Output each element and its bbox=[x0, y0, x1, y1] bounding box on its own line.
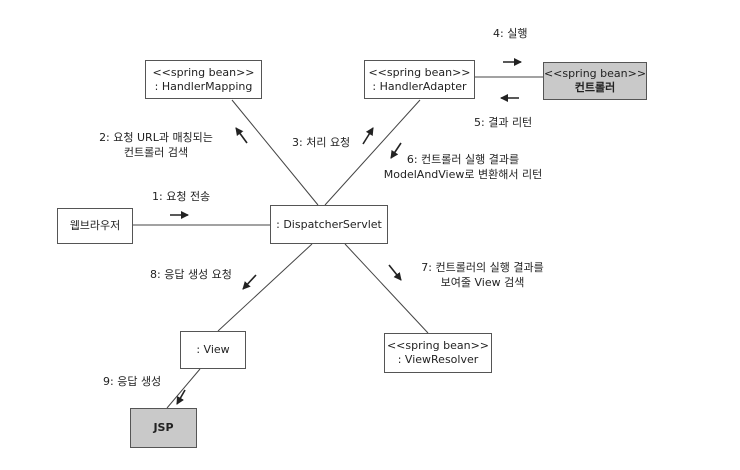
arrow-2 bbox=[235, 127, 248, 144]
view-box: : View bbox=[180, 331, 246, 369]
handler-adapter-stereotype: <<spring bean>> bbox=[368, 65, 471, 79]
message-1-label: 1: 요청 전송 bbox=[152, 189, 210, 204]
message-5-label: 5: 결과 리턴 bbox=[474, 115, 532, 130]
message-4-text: 4: 실행 bbox=[493, 27, 528, 40]
message-7-label: 7: 컨트롤러의 실행 결과를 보여줄 View 검색 bbox=[410, 260, 555, 290]
link-dispatcher-view bbox=[217, 243, 313, 332]
message-6-label: 6: 컨트롤러 실행 결과를 ModelAndView로 변환해서 리턴 bbox=[383, 152, 543, 182]
message-6-line1: 6: 컨트롤러 실행 결과를 bbox=[406, 153, 520, 166]
message-2-label: 2: 요청 URL과 매칭되는 컨트롤러 검색 bbox=[92, 130, 220, 160]
view-name: : View bbox=[196, 343, 230, 356]
message-7-line1: 7: 컨트롤러의 실행 결과를 bbox=[421, 261, 544, 274]
message-5-text: 5: 결과 리턴 bbox=[474, 116, 533, 129]
message-3-label: 3: 처리 요청 bbox=[292, 135, 350, 150]
handler-mapping-box: <<spring bean>> : HandlerMapping bbox=[145, 60, 262, 99]
message-9-text: 9: 응답 생성 bbox=[103, 375, 162, 388]
browser-name: 웹브라우저 bbox=[69, 219, 121, 232]
message-1-text: 1: 요청 전송 bbox=[152, 190, 211, 203]
link-view-jsp bbox=[166, 368, 201, 409]
link-adapter-dispatcher bbox=[324, 99, 421, 206]
message-8-text: 8: 응답 생성 요청 bbox=[150, 268, 232, 281]
message-2-line2: 컨트롤러 검색 bbox=[123, 146, 189, 159]
handler-adapter-name: : HandlerAdapter bbox=[372, 79, 467, 93]
message-8-label: 8: 응답 생성 요청 bbox=[150, 267, 232, 282]
view-resolver-stereotype: <<spring bean>> bbox=[386, 339, 490, 352]
dispatcher-box: : DispatcherServlet bbox=[270, 205, 388, 244]
message-9-label: 9: 응답 생성 bbox=[103, 374, 161, 389]
jsp-box: JSP bbox=[130, 408, 197, 448]
dispatcher-name: : DispatcherServlet bbox=[276, 217, 382, 231]
handler-mapping-stereotype: <<spring bean>> bbox=[152, 65, 255, 79]
message-6-line2: ModelAndView로 변환해서 리턴 bbox=[383, 168, 543, 181]
handler-adapter-box: <<spring bean>> : HandlerAdapter bbox=[364, 60, 475, 99]
handler-mapping-name: : HandlerMapping bbox=[154, 79, 253, 93]
message-3-text: 3: 처리 요청 bbox=[292, 136, 351, 149]
arrow-9 bbox=[176, 389, 186, 405]
controller-box: <<spring bean>> 컨트롤러 bbox=[543, 62, 647, 100]
message-4-label: 4: 실행 bbox=[493, 26, 527, 41]
jsp-name: JSP bbox=[153, 421, 174, 434]
arrow-6 bbox=[390, 142, 402, 159]
controller-stereotype: <<spring bean>> bbox=[543, 67, 647, 80]
controller-name: 컨트롤러 bbox=[574, 81, 616, 94]
message-7-line2: 보여줄 View 검색 bbox=[440, 276, 525, 289]
link-mapping-dispatcher bbox=[231, 99, 319, 206]
browser-box: 웹브라우저 bbox=[57, 208, 133, 244]
view-resolver-name: : ViewResolver bbox=[397, 353, 479, 366]
view-resolver-box: <<spring bean>> : ViewResolver bbox=[384, 333, 492, 373]
arrow-3 bbox=[362, 127, 374, 145]
message-2-line1: 2: 요청 URL과 매칭되는 bbox=[99, 131, 213, 144]
arrow-8 bbox=[242, 274, 257, 290]
link-dispatcher-resolver bbox=[344, 243, 429, 334]
arrow-7 bbox=[388, 264, 402, 281]
